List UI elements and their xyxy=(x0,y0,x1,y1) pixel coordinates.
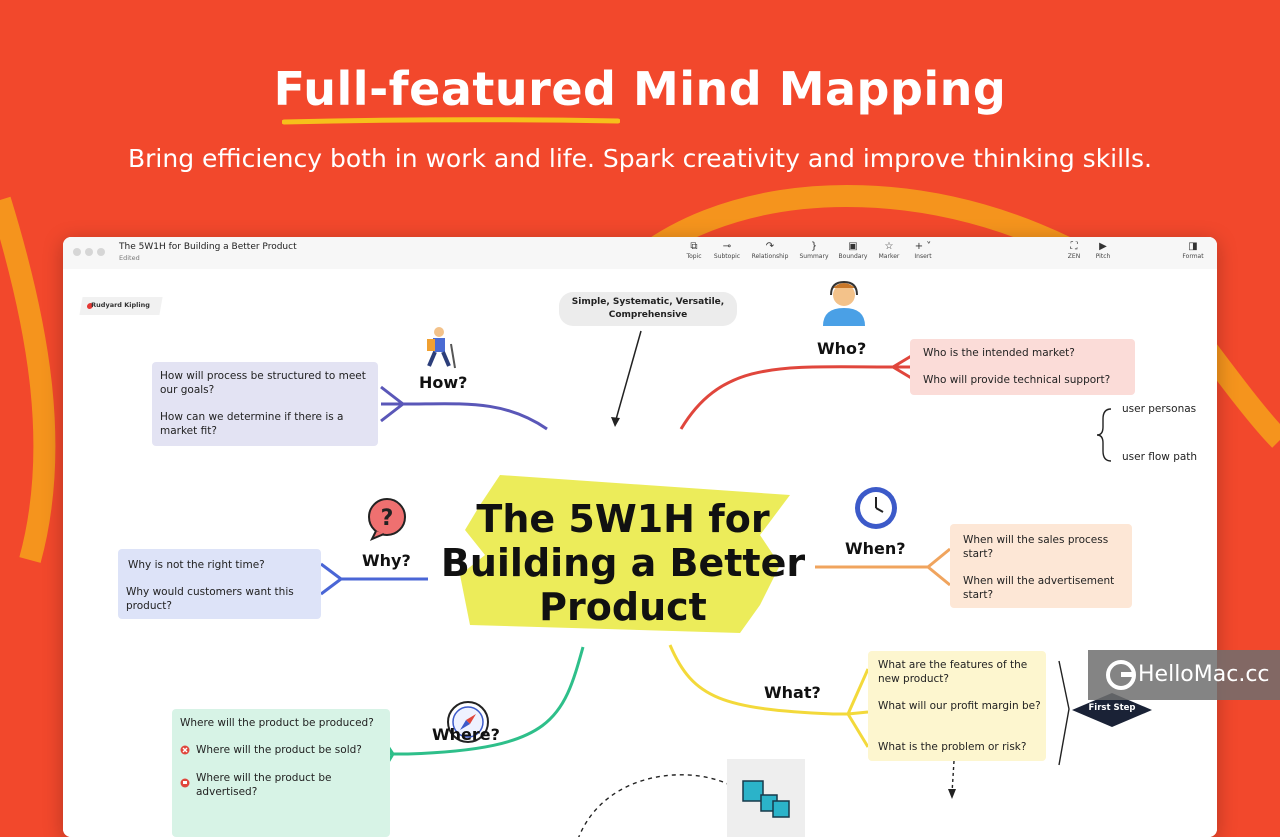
how-items-box: How will process be structured to meet o… xyxy=(152,362,378,446)
where-item-3[interactable]: Where will the product be advertised? xyxy=(196,772,332,798)
mind-map-canvas[interactable]: Rudyard Kipling Simple, Systematic, Vers… xyxy=(63,269,1217,837)
pitch-label: Pitch xyxy=(1095,253,1111,260)
question-bubble-icon: ? xyxy=(366,497,410,545)
play-icon: ▶ xyxy=(1099,241,1107,252)
hero-subtitle: Bring efficiency both in work and life. … xyxy=(128,144,1152,173)
pitch-button[interactable]: ▶Pitch xyxy=(1083,241,1123,260)
where-item-1[interactable]: Where will the product be produced? xyxy=(180,717,374,729)
central-topic-highlight xyxy=(460,475,790,633)
first-step-badge[interactable]: First Step xyxy=(1088,703,1136,713)
what-item-3[interactable]: What is the problem or risk? xyxy=(878,741,1027,753)
what-item-2[interactable]: What will our profit margin be? xyxy=(878,700,1041,712)
where-items-box: Where will the product be produced? Wher… xyxy=(172,709,390,837)
subtopic-tool-button[interactable]: ⊸Subtopic xyxy=(707,241,747,260)
where-branch xyxy=(393,646,585,756)
background-swoosh xyxy=(0,185,1280,563)
close-window-button[interactable] xyxy=(73,248,81,256)
what-label[interactable]: What? xyxy=(764,683,821,702)
what-branch xyxy=(668,644,848,716)
relationship-dashed-line xyxy=(578,774,729,837)
who-branch xyxy=(679,365,913,430)
insert-tool-button[interactable]: + ˅Insert xyxy=(903,241,943,260)
how-item-1[interactable]: How will process be structured to meet o… xyxy=(160,370,366,396)
compass-icon xyxy=(446,700,490,748)
clock-icon xyxy=(853,485,899,535)
how-label[interactable]: How? xyxy=(419,373,468,392)
topic-tool-button[interactable]: ⧉Topic xyxy=(674,241,714,260)
boundary-tool-button[interactable]: ▣Boundary xyxy=(833,241,873,260)
watermark-logo-icon xyxy=(1106,660,1136,690)
who-item-2[interactable]: Who will provide technical support? xyxy=(923,374,1111,386)
when-item-2[interactable]: When will the advertisement start? xyxy=(963,575,1115,601)
when-item-1[interactable]: When will the sales process start? xyxy=(963,534,1109,560)
what-item-1[interactable]: What are the features of the new product… xyxy=(878,659,1028,685)
central-topic[interactable]: The 5W1H for Building a Better Product xyxy=(440,497,806,629)
sticky-tag[interactable]: Rudyard Kipling xyxy=(79,297,163,315)
why-item-1[interactable]: Why is not the right time? xyxy=(128,559,265,571)
summary-tool-button[interactable]: }Summary xyxy=(794,241,834,260)
who-summary-item-1[interactable]: user personas xyxy=(1122,403,1197,415)
star-icon: ☆ xyxy=(884,241,894,252)
zen-label: ZEN xyxy=(1067,253,1081,260)
panel-icon: ◨ xyxy=(1188,241,1198,252)
when-items-box: When will the sales process start? When … xyxy=(950,524,1132,608)
how-branch xyxy=(402,402,548,431)
sticky-tag-label: Rudyard Kipling xyxy=(91,301,150,309)
svg-text:?: ? xyxy=(381,506,394,531)
minimize-window-button[interactable] xyxy=(85,248,93,256)
who-label[interactable]: Who? xyxy=(817,339,867,358)
support-agent-icon xyxy=(819,278,869,330)
plus-icon: + ˅ xyxy=(914,241,932,252)
flag-circle-icon[interactable] xyxy=(180,778,192,790)
hiker-icon xyxy=(419,326,459,374)
fullscreen-icon: ⛶ xyxy=(1070,241,1078,252)
watermark-text: HelloMac.cc xyxy=(1138,662,1270,687)
what-items-box: What are the features of the new product… xyxy=(868,651,1046,761)
hero-title: Full-featured Mind Mapping xyxy=(273,62,1007,116)
where-label[interactable]: Where? xyxy=(432,725,500,744)
relationship-icon: ↷ xyxy=(765,241,775,252)
what-summary-bracket xyxy=(1058,660,1070,766)
hero-title-underline xyxy=(282,117,620,125)
who-summary-item-2[interactable]: user flow path xyxy=(1122,451,1198,463)
cubes-image[interactable] xyxy=(727,759,805,837)
boundary-tool-label: Boundary xyxy=(838,253,868,260)
subtopic-icon: ⊸ xyxy=(722,241,732,252)
insert-tool-label: Insert xyxy=(914,253,932,260)
relationship-tool-button[interactable]: ↷Relationship xyxy=(750,241,790,260)
format-panel-button[interactable]: ◨Format xyxy=(1173,241,1213,260)
when-label[interactable]: When? xyxy=(845,539,906,558)
subtopic-tool-label: Subtopic xyxy=(713,253,741,260)
where-item-2[interactable]: Where will the product be sold? xyxy=(196,744,362,756)
summary-tool-label: Summary xyxy=(799,253,829,260)
remove-circle-icon[interactable] xyxy=(180,745,192,757)
summary-icon: } xyxy=(810,241,818,252)
first-step-badge-shape xyxy=(1072,693,1152,727)
how-item-2[interactable]: How can we determine if there is a marke… xyxy=(160,411,344,437)
marker-tool-label: Marker xyxy=(878,253,900,260)
why-item-2[interactable]: Why would customers want this product? xyxy=(126,586,294,612)
watermark: HelloMac.cc xyxy=(1088,650,1280,700)
zen-mode-button[interactable]: ⛶ZEN xyxy=(1054,241,1094,260)
app-window: The 5W1H for Building a Better Product E… xyxy=(63,237,1217,837)
window-titlebar: The 5W1H for Building a Better Product E… xyxy=(63,237,1217,270)
format-label: Format xyxy=(1182,253,1204,260)
document-title: The 5W1H for Building a Better Product xyxy=(119,242,297,252)
who-item-1[interactable]: Who is the intended market? xyxy=(923,347,1075,359)
document-status: Edited xyxy=(119,254,140,262)
who-summary-brace xyxy=(1096,408,1112,462)
boundary-icon: ▣ xyxy=(848,241,858,252)
callout-bubble[interactable]: Simple, Systematic, Versatile, Comprehen… xyxy=(559,292,737,326)
marker-tool-button[interactable]: ☆Marker xyxy=(869,241,909,260)
topic-tool-label: Topic xyxy=(686,253,702,260)
zoom-window-button[interactable] xyxy=(97,248,105,256)
why-label[interactable]: Why? xyxy=(362,551,411,570)
callout-arrow xyxy=(614,330,642,424)
relationship-tool-label: Relationship xyxy=(751,253,789,260)
who-items-box: Who is the intended market? Who will pro… xyxy=(910,339,1135,395)
topic-icon: ⧉ xyxy=(690,241,698,252)
why-items-box: Why is not the right time? Why would cus… xyxy=(118,549,321,619)
